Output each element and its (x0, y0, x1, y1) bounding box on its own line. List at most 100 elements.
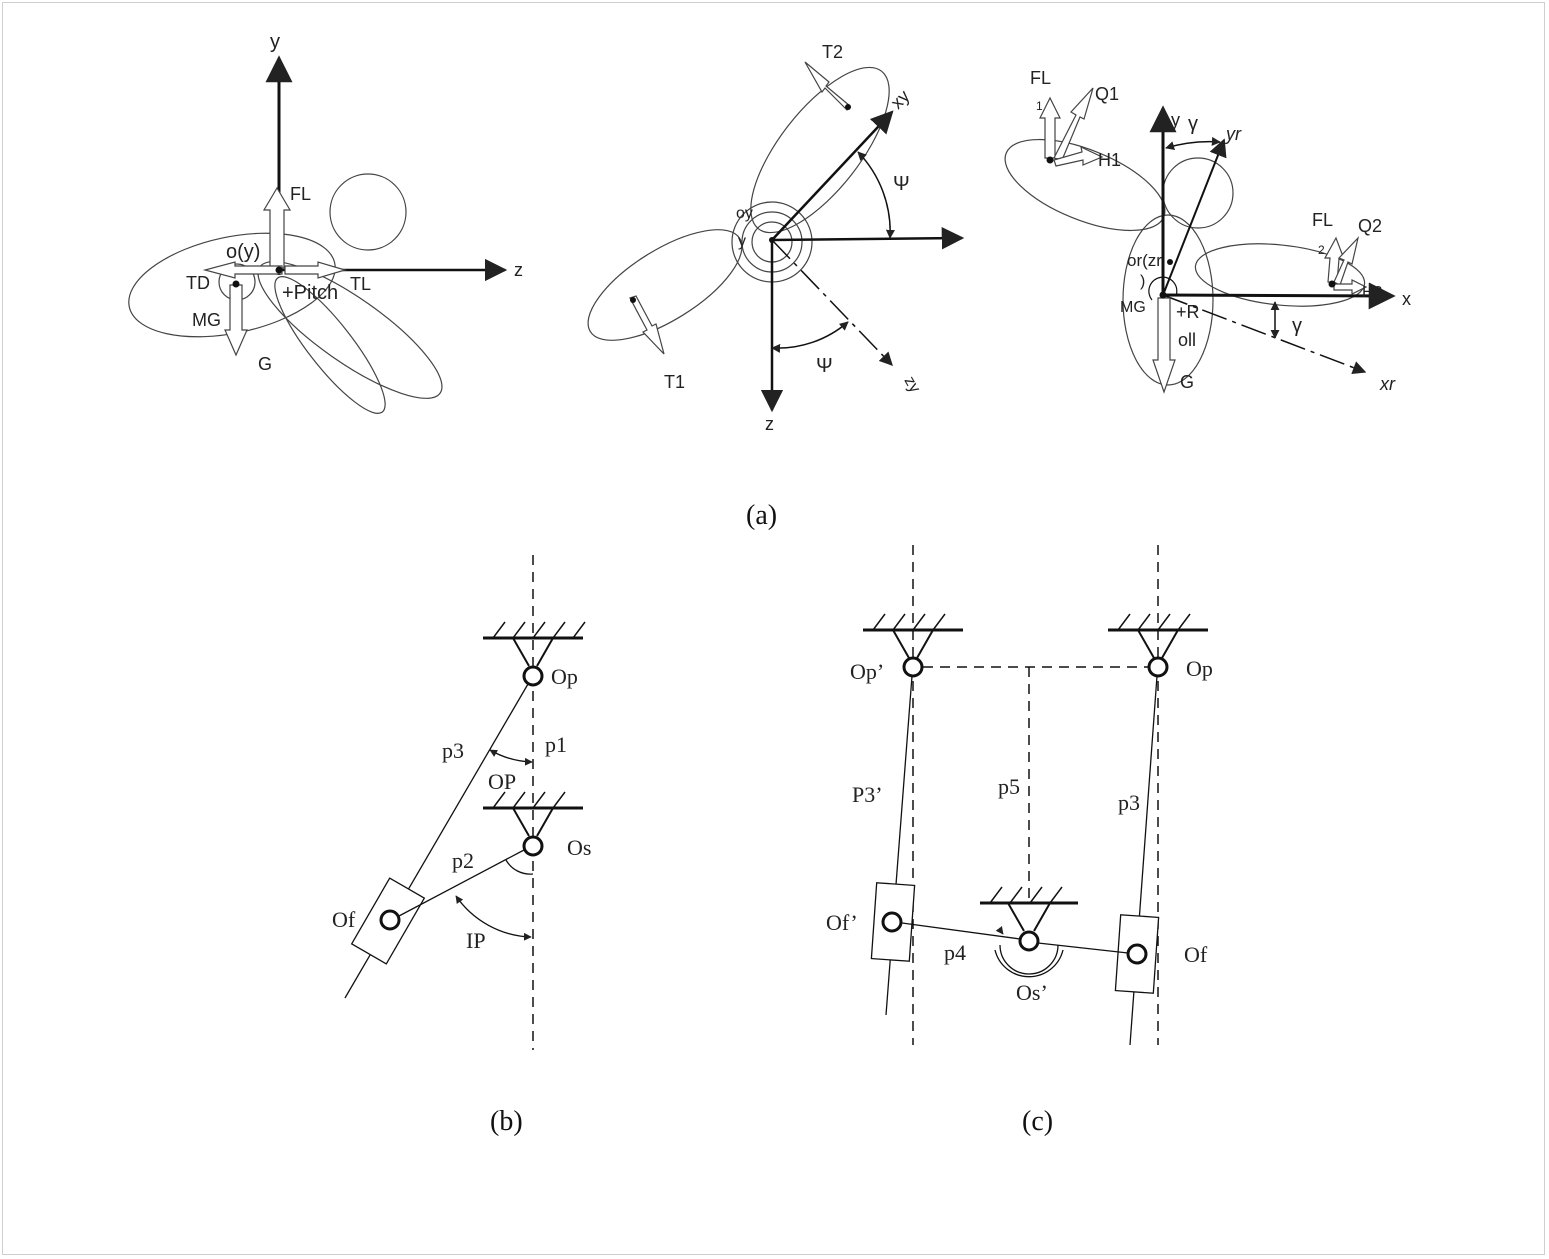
panel-c-labels: Op’ Op P3’ p5 p3 Of’ p4 Os’ Of (826, 656, 1213, 1005)
yr-axis (1162, 138, 1227, 296)
xy-axis (771, 110, 894, 241)
label-z: z (514, 260, 523, 280)
fl1-arrow (1039, 96, 1061, 159)
t2-arrow (804, 61, 851, 111)
label-p5: p5 (998, 774, 1020, 799)
td-arrow (202, 261, 283, 279)
panel-a-front-view (1004, 87, 1396, 394)
panel-a-side-view (128, 55, 508, 414)
label-oll: oll (1178, 330, 1196, 350)
label-fl1: FL (1030, 68, 1051, 88)
label-h1: H1 (1098, 150, 1121, 170)
joint-op-prime (902, 656, 924, 678)
head-circle (329, 173, 407, 251)
label-op-b: Op (551, 664, 578, 689)
panel-a-front-labels: FL 1 Q1 H1 y γ yr FL 2 Q2 or(zr ) H2 x M… (1030, 68, 1411, 394)
psi-arc-lower (771, 321, 849, 353)
label-gamma-right: γ (1292, 315, 1302, 337)
link-p4 (901, 922, 1021, 940)
joint-os-prime (1018, 930, 1040, 952)
label-fl1-sub: 1 (1036, 99, 1043, 113)
label-yr: yr (1224, 124, 1242, 144)
x-axis-front (1162, 282, 1396, 310)
fl-arrow (262, 186, 292, 269)
label-of-prime: Of’ (826, 910, 858, 935)
label-or: or(zr (1127, 251, 1162, 270)
panel-a-top-view (587, 61, 965, 413)
os-prime-arc (999, 944, 1059, 975)
joint-op-c (1147, 656, 1169, 678)
label-mg: MG (192, 310, 221, 330)
panel-b (344, 555, 586, 1050)
mg-arc-front (1148, 276, 1178, 301)
label-oy-top: oy (736, 205, 753, 222)
caption-b: (b) (490, 1106, 523, 1137)
label-oy: o(y) (226, 241, 260, 263)
psi-arc-upper (857, 151, 895, 239)
head (1162, 157, 1234, 229)
label-g: G (258, 354, 272, 374)
label-p4: p4 (944, 940, 966, 965)
label-p3-b: p3 (442, 738, 464, 763)
top-support (512, 637, 554, 667)
q1-arrow (1053, 87, 1094, 161)
joint-of-prime (881, 911, 903, 933)
label-xr: xr (1379, 374, 1396, 394)
caption-c: (c) (1022, 1106, 1053, 1137)
label-fl2-sub: 2 (1318, 243, 1325, 257)
upper-wing (750, 66, 890, 234)
panel-b-labels: Op p1 p3 OP Os p2 Of IP (332, 664, 591, 953)
panel-c (863, 545, 1208, 1046)
mid-support (512, 807, 554, 837)
zy-axis (771, 239, 893, 366)
ip-angle-arc (455, 895, 532, 941)
label-mg-front: MG (1120, 299, 1146, 316)
label-of-c: Of (1184, 942, 1208, 967)
label-p3-prime: P3’ (852, 782, 883, 807)
horizontal-axis (771, 226, 965, 250)
label-pitch: +Pitch (282, 282, 338, 304)
label-op-c: Op (1186, 656, 1213, 681)
label-paren: ) (1140, 273, 1145, 290)
label-psi-lower: Ψ (816, 355, 833, 377)
label-p3-c: p3 (1118, 790, 1140, 815)
os-arc (505, 859, 534, 875)
label-fl: FL (290, 184, 311, 204)
label-op-angle: OP (488, 769, 516, 794)
label-of-b: Of (332, 907, 356, 932)
label-r: +R (1176, 302, 1200, 322)
label-fl2: FL (1312, 210, 1333, 230)
label-t1: T1 (664, 372, 685, 392)
tail-ellipse (274, 276, 386, 414)
panel-a-side-labels: y z FL o(y) TD +Pitch TL MG G (186, 31, 523, 374)
label-os: Os (567, 835, 591, 860)
label-xy: xy (887, 86, 914, 113)
label-y-front: y (1171, 110, 1180, 130)
label-x-front: x (1402, 289, 1411, 309)
label-tl: TL (350, 274, 371, 294)
joint-of (379, 909, 401, 931)
left-wing (1004, 138, 1166, 232)
label-g-front: G (1180, 372, 1194, 392)
label-p1: p1 (545, 732, 567, 757)
q2-arrow (1333, 235, 1360, 286)
joint-op (522, 665, 544, 687)
label-zy: zy (901, 374, 924, 396)
label-q2: Q2 (1358, 216, 1382, 236)
label-y: y (270, 31, 280, 53)
label-h2: H2 (1362, 284, 1383, 301)
label-p2: p2 (452, 848, 474, 873)
label-t2: T2 (822, 42, 843, 62)
label-ip: IP (466, 928, 486, 953)
joint-of-c (1126, 943, 1148, 965)
label-psi-upper: Ψ (893, 173, 910, 195)
mg-arrow (224, 284, 248, 357)
label-yy: y (738, 233, 746, 250)
label-z-top: z (765, 414, 774, 434)
label-td: TD (186, 273, 210, 293)
xr-axis (1162, 294, 1367, 374)
g-arrow-front (1152, 297, 1176, 394)
tl-arrow (284, 261, 348, 279)
